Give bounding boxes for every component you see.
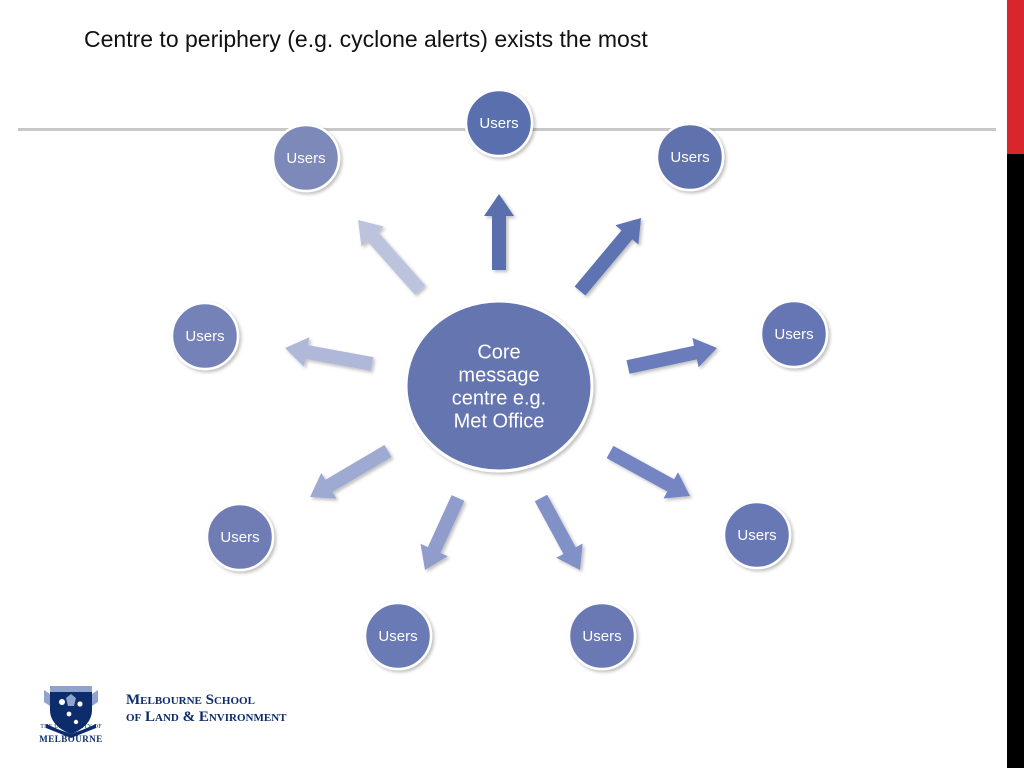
core-node-label-line: Core [477, 342, 520, 364]
users-node-circle [363, 601, 433, 671]
arrow-to-users-bottom-left [420, 495, 465, 570]
side-accent-bar-red [1007, 0, 1024, 154]
users-node-circle [271, 123, 341, 193]
university-name-line2: MELBOURNE [39, 734, 103, 744]
core-node-label-line: Met Office [454, 411, 545, 433]
users-node-bottom-right: Users [567, 601, 637, 671]
users-node-circle [655, 122, 725, 192]
users-node-label: Users [185, 328, 224, 345]
side-accent-bar-black [1007, 154, 1024, 768]
users-node-top-right: Users [655, 122, 725, 192]
users-node-left-lower: Users [205, 502, 275, 572]
university-name-line1: THE UNIVERSITY OF [40, 724, 102, 730]
users-node-circle [170, 301, 240, 371]
arrow-to-users-top-left [358, 220, 426, 295]
users-node-right-upper: Users [759, 299, 829, 369]
users-node-circle [759, 299, 829, 369]
users-node-label: Users [286, 150, 325, 167]
users-node-label: Users [378, 628, 417, 645]
users-node-circle [567, 601, 637, 671]
arrow-to-users-bottom-right [534, 494, 583, 570]
core-node-label-line: centre e.g. [452, 388, 547, 410]
users-node-bottom-left: Users [363, 601, 433, 671]
users-node-label: Users [479, 115, 518, 132]
arrow-to-users-left-upper [285, 337, 374, 371]
school-name-line2: of Land & Environment [126, 709, 287, 725]
users-node-right-lower: Users [722, 500, 792, 570]
users-node-label: Users [582, 628, 621, 645]
slide-title: Centre to periphery (e.g. cyclone alerts… [84, 26, 648, 52]
users-node-top-left: Users [271, 123, 341, 193]
school-name-line1: Melbourne School [126, 692, 255, 708]
core-node-label-line: message [458, 365, 539, 387]
arrow-to-users-right-upper [626, 337, 717, 374]
arrow-to-users-right-lower [606, 445, 690, 499]
users-node-circle [464, 88, 534, 158]
arrow-to-users-top-right [574, 218, 641, 296]
users-node-circle [205, 502, 275, 572]
users-node-label: Users [220, 529, 259, 546]
arrow-to-users-left-lower [310, 445, 392, 499]
users-node-circle [722, 500, 792, 570]
users-node-top: Users [464, 88, 534, 158]
users-node-label: Users [737, 527, 776, 544]
users-node-label: Users [670, 149, 709, 166]
users-node-left-upper: Users [170, 301, 240, 371]
users-node-label: Users [774, 326, 813, 343]
core-node-ellipse [404, 299, 594, 473]
university-crest-icon [44, 686, 98, 738]
school-name: Melbourne School of Land & Environment [126, 692, 286, 726]
arrow-to-users-top [484, 194, 514, 270]
